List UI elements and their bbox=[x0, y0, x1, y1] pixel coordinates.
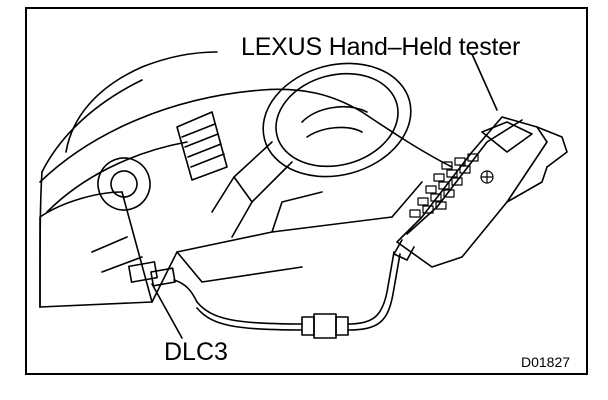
center-vent bbox=[176, 111, 228, 181]
figure-code: D01827 bbox=[521, 354, 571, 370]
tester-body bbox=[393, 116, 568, 268]
cable bbox=[196, 251, 401, 339]
lower-console bbox=[91, 181, 423, 303]
steering-wheel bbox=[211, 62, 412, 238]
windshield-lines bbox=[41, 51, 218, 173]
tester-leader bbox=[471, 53, 498, 111]
dlc3-connector bbox=[128, 261, 198, 303]
round-vent bbox=[97, 157, 151, 211]
tester-label: LEXUS Hand–Held tester bbox=[241, 33, 521, 61]
illustration bbox=[39, 51, 568, 339]
tester-keypad bbox=[409, 153, 494, 218]
figure-frame: LEXUS Hand–Held tester DLC3 D01827 bbox=[25, 7, 588, 375]
dlc3-label: DLC3 bbox=[164, 338, 228, 366]
dlc3-leader bbox=[151, 283, 183, 339]
door-edge bbox=[39, 171, 43, 308]
